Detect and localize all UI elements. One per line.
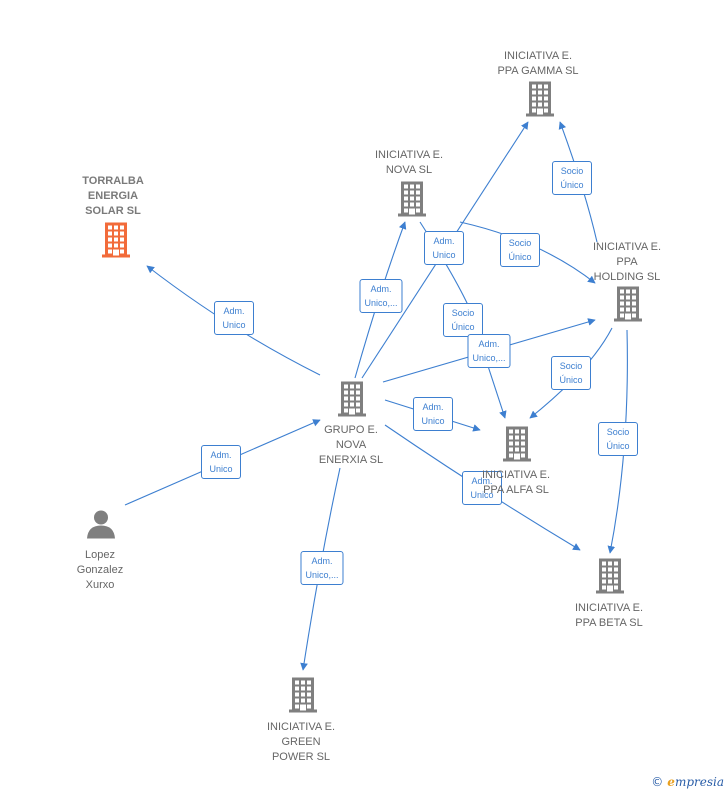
- node-label-grupo[interactable]: GRUPO E. NOVA ENERXIA SL: [318, 424, 384, 466]
- person-icon[interactable]: [86, 509, 116, 544]
- brand-name: mpresia: [674, 775, 724, 789]
- building-icon[interactable]: [525, 81, 555, 122]
- edge-label-e5[interactable]: Socio Único: [552, 161, 592, 195]
- building-icon[interactable]: [595, 558, 625, 599]
- brand-footer[interactable]: ©empresia: [651, 775, 724, 789]
- building-icon[interactable]: [101, 222, 131, 263]
- building-icon[interactable]: [397, 181, 427, 222]
- node-label-person[interactable]: Lopez Gonzalez Xurxo: [76, 549, 124, 591]
- node-label-beta[interactable]: INICIATIVA E. PPA BETA SL: [574, 602, 644, 629]
- edge-label-e10[interactable]: Socio Único: [551, 356, 591, 390]
- node-label-torralba[interactable]: TORRALBA ENERGIA SOLAR SL: [82, 175, 144, 217]
- edge-label-e3[interactable]: Adm. Unico,...: [359, 279, 403, 313]
- building-icon[interactable]: [502, 426, 532, 467]
- edge-label-e12[interactable]: Adm. Unico: [462, 471, 502, 505]
- edge-label-e2[interactable]: Adm. Unico: [201, 445, 241, 479]
- node-label-alfa[interactable]: INICIATIVA E. PPA ALFA SL: [481, 469, 551, 496]
- building-icon[interactable]: [613, 286, 643, 327]
- edge-label-e4[interactable]: Adm. Unico: [424, 231, 464, 265]
- edge-label-e8[interactable]: Adm. Unico,...: [467, 334, 511, 368]
- node-label-green[interactable]: INICIATIVA E. GREEN POWER SL: [266, 721, 336, 763]
- building-icon[interactable]: [337, 381, 367, 422]
- building-icon[interactable]: [288, 677, 318, 718]
- node-label-gamma[interactable]: INICIATIVA E. PPA GAMMA SL: [497, 50, 579, 77]
- edge-extra-0: [485, 359, 507, 419]
- edge-label-e11[interactable]: Socio Único: [598, 422, 638, 456]
- edge-label-e6[interactable]: Socio Único: [500, 233, 540, 267]
- edge-label-e1[interactable]: Adm. Unico: [214, 301, 254, 335]
- edge-label-e9[interactable]: Adm. Unico: [413, 397, 453, 431]
- brand-initial: e: [667, 775, 675, 789]
- copyright-icon: ©: [651, 775, 664, 789]
- edge-label-e13[interactable]: Adm. Unico,...: [300, 551, 344, 585]
- edge-label-e7[interactable]: Socio Único: [443, 303, 483, 337]
- node-label-holding[interactable]: INICIATIVA E. PPA HOLDING SL: [592, 241, 662, 283]
- node-label-nova[interactable]: INICIATIVA E. NOVA SL: [374, 149, 444, 176]
